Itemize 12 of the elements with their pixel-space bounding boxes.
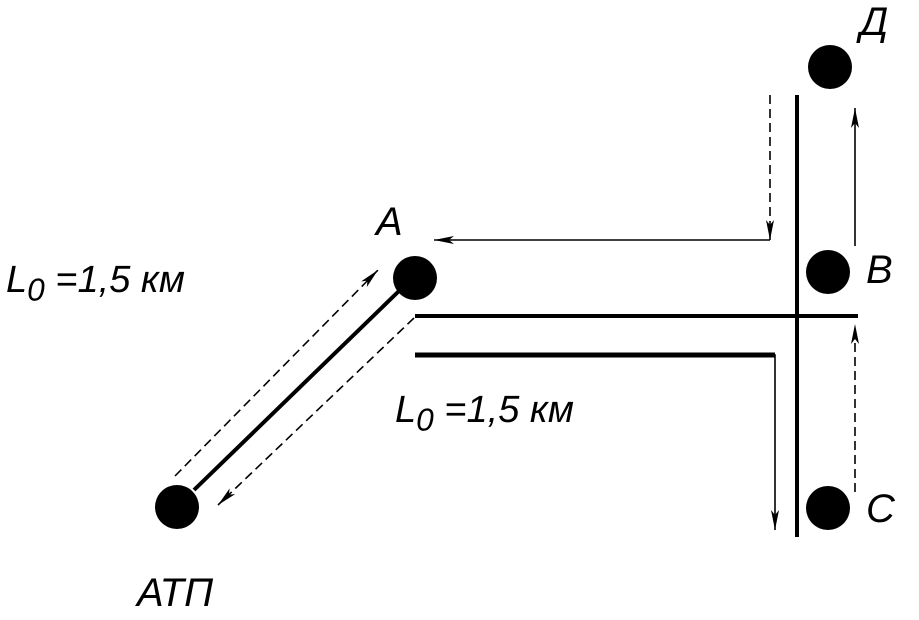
- point-label: A: [376, 200, 403, 244]
- distance-label: L$_{0}$ =1,5 км: [395, 388, 574, 440]
- point-label: C: [866, 487, 895, 531]
- route-arrow: [217, 317, 415, 506]
- route-arrow: [434, 95, 774, 244]
- road-line: [192, 288, 402, 492]
- route-arrow: [174, 269, 379, 477]
- point-label: АТП: [137, 571, 214, 615]
- route-arrow: [851, 108, 859, 246]
- point-label: B: [866, 248, 893, 292]
- distance-label: L$_{0}$ =1,5 км: [6, 258, 185, 310]
- route-arrow: [851, 324, 859, 492]
